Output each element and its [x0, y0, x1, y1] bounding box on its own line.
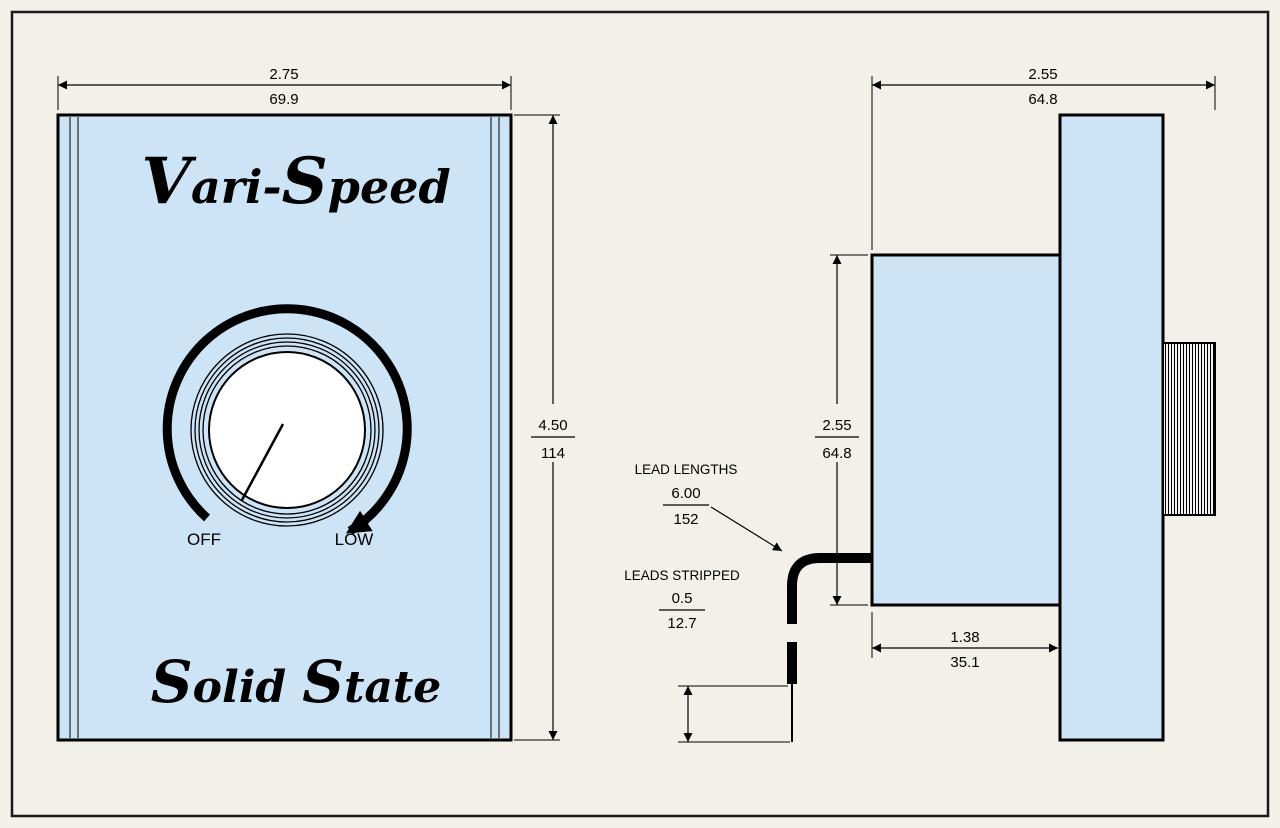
dim-front-height: 4.50 114: [514, 114, 575, 741]
brand-part: S: [282, 144, 328, 219]
knob-ring: [194, 337, 380, 523]
knob-face: [208, 351, 366, 509]
speed-knob: [162, 304, 412, 535]
dim-mm: 12.7: [667, 615, 696, 632]
lead-lengths-label: LEAD LENGTHS: [635, 462, 738, 477]
off-label: OFF: [187, 530, 221, 549]
side-view: 2.55 64.8 2.55 64.8 1.38 35.1 LEAD LENGT…: [624, 66, 1216, 743]
leader-line: [710, 506, 783, 552]
knob-ring: [190, 333, 384, 527]
rotation-arc: [162, 304, 412, 535]
dim-mm: 64.8: [1028, 91, 1057, 108]
leads-stripped-callout: LEADS STRIPPED 0.5 12.7: [624, 568, 740, 632]
knob-ring: [198, 341, 376, 519]
knurled-knob-side: [1162, 342, 1216, 516]
lead-wire: [787, 553, 872, 624]
model-part: S: [302, 648, 344, 716]
dim-mm: 69.9: [269, 91, 298, 108]
dim-front-width: 2.75 69.9: [57, 66, 512, 110]
brand-part: ari-: [191, 160, 282, 214]
dim-inches: 6.00: [671, 485, 700, 502]
model-part: S: [151, 648, 193, 716]
dim-body-height: 2.55 64.8: [815, 254, 868, 606]
dim-side-depth: 2.55 64.8: [871, 66, 1216, 250]
face-plate: [1058, 113, 1165, 742]
dim-inches: 2.75: [269, 66, 298, 83]
lead-lengths-callout: LEAD LENGTHS 6.00 152: [635, 462, 783, 552]
dim-inches: 1.38: [950, 629, 979, 646]
controller-body: [870, 253, 1062, 607]
brand-part: peed: [328, 160, 451, 214]
brand-part: V: [141, 144, 197, 219]
model-part: olid: [193, 662, 287, 713]
dim-stripped-length: [678, 685, 790, 743]
dim-mm: 152: [673, 511, 698, 528]
dim-mm: 35.1: [950, 654, 979, 671]
brand-wordmark: Vari-Speed: [141, 144, 450, 219]
dim-inches: 4.50: [538, 417, 567, 434]
low-label: LOW: [335, 530, 374, 549]
dim-mm: 114: [541, 445, 565, 462]
dim-inches: 2.55: [822, 417, 851, 434]
knob-pointer: [240, 423, 285, 501]
dim-mm: 64.8: [822, 445, 851, 462]
knob-ring: [202, 345, 372, 515]
leads-stripped-label: LEADS STRIPPED: [624, 568, 740, 583]
model-part: tate: [344, 662, 441, 713]
dim-inches: 0.5: [672, 590, 693, 607]
dim-inches: 2.55: [1028, 66, 1057, 83]
dim-body-depth: 1.38 35.1: [871, 612, 1058, 671]
